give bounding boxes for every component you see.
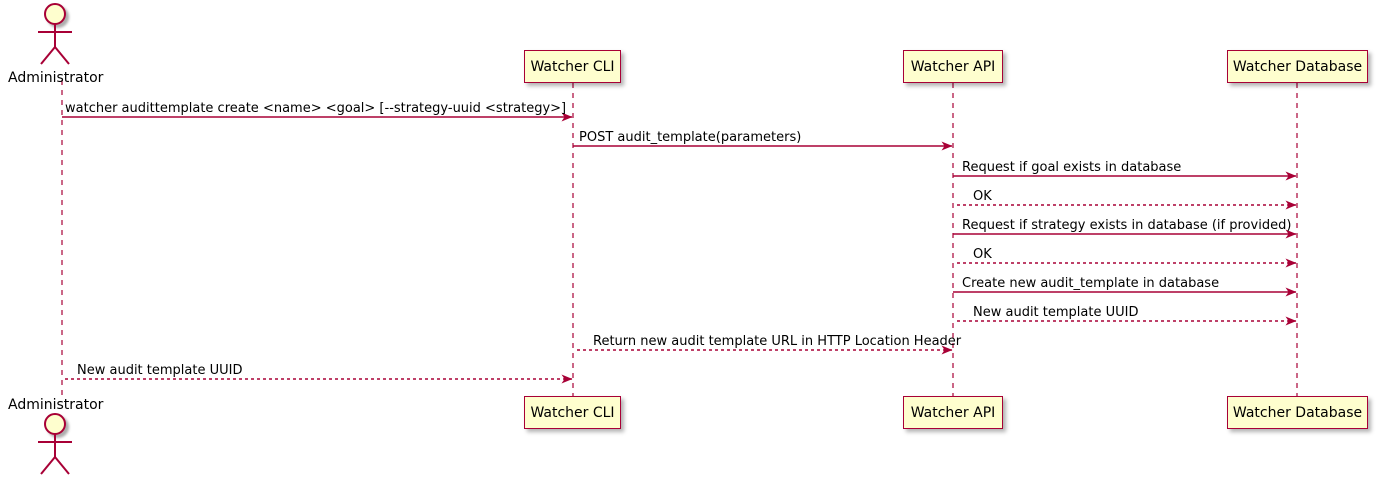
message-label-2: Request if goal exists in database [962,160,1182,175]
actor-figure-bottom [38,413,72,475]
participant-box-watcher-api-bottom[interactable]: Watcher API [903,396,1003,429]
participant-box-watcher-cli-top[interactable]: Watcher CLI [524,50,621,83]
message-label-4: Request if strategy exists in database (… [962,218,1292,233]
actor-figure-top [38,3,72,65]
message-label-1: POST audit_template(parameters) [579,130,802,145]
participant-box-watcher-database-top[interactable]: Watcher Database [1227,50,1368,83]
message-label-0: watcher audittemplate create <name> <goa… [65,101,567,116]
messages-group [62,112,1297,384]
message-label-5: OK [973,247,992,262]
participant-box-watcher-cli-bottom[interactable]: Watcher CLI [524,396,621,429]
message-label-3: OK [973,189,992,204]
message-label-6: Create new audit_template in database [962,276,1220,291]
participant-box-watcher-database-bottom[interactable]: Watcher Database [1227,396,1368,429]
actor-label-administrator-top: Administrator [8,70,104,86]
message-label-8: Return new audit template URL in HTTP Lo… [593,334,962,349]
participant-box-watcher-api-top[interactable]: Watcher API [903,50,1003,83]
message-label-7: New audit template UUID [973,305,1139,320]
actor-label-administrator-bottom: Administrator [8,397,104,413]
lifelines-group [61,80,1298,396]
message-label-9: New audit template UUID [77,363,243,378]
